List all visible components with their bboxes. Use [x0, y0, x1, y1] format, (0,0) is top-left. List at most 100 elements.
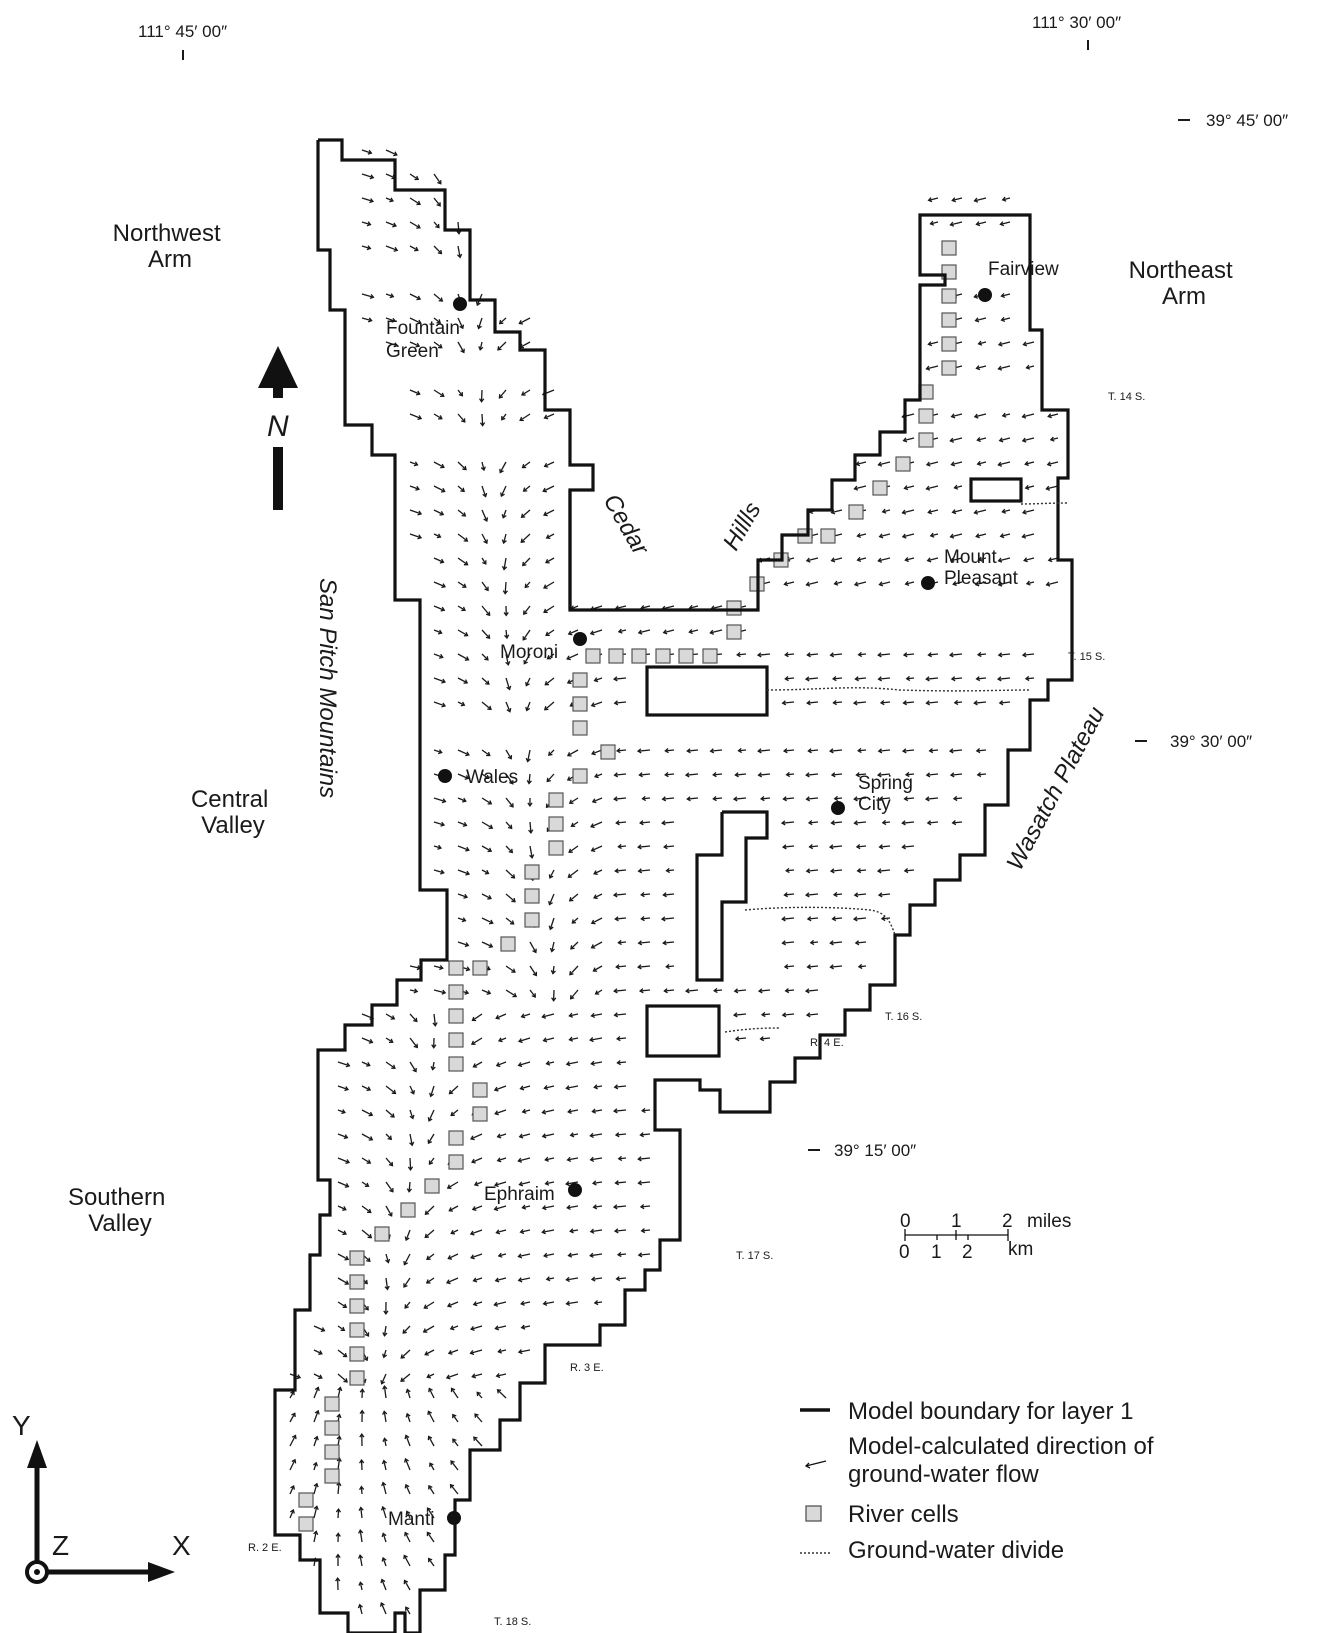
flow-arrow [854, 940, 867, 946]
flow-arrow [877, 676, 891, 682]
flow-arrow [613, 1084, 627, 1090]
flow-arrow [289, 1484, 295, 1495]
legend: Model boundary for layer 1 Model-calcula… [800, 1398, 1160, 1564]
region-label-southern-valley: Southern Valley [68, 1184, 172, 1237]
river-cell [448, 1130, 464, 1146]
river-cell [918, 408, 934, 424]
flow-arrow [592, 1204, 603, 1210]
flow-arrow [975, 533, 987, 539]
flow-arrow [902, 437, 915, 443]
flow-arrow [548, 869, 555, 879]
river-cell [572, 672, 588, 688]
flow-arrow [381, 1556, 387, 1567]
flow-arrow [857, 963, 867, 970]
flow-arrow [565, 1085, 579, 1091]
region-label-northeast-arm: Northeast Arm [1129, 257, 1240, 310]
legend-river-label: River cells [848, 1501, 959, 1528]
flow-arrow [759, 1036, 771, 1042]
flow-arrow [385, 1085, 397, 1095]
flow-arrow [409, 1013, 418, 1023]
flow-arrow [313, 1386, 320, 1399]
flow-arrow [517, 1349, 531, 1355]
flow-arrow [433, 869, 445, 875]
flow-arrow [469, 1229, 483, 1236]
flow-arrow [662, 892, 675, 898]
legend-flow-label: Model-calculated direction of ground-wat… [848, 1433, 1160, 1488]
flow-arrow [977, 556, 987, 562]
flow-arrow [924, 796, 939, 802]
flow-arrow [405, 1388, 411, 1399]
flow-arrow [481, 869, 490, 875]
river-cell [324, 1468, 340, 1484]
flow-arrow [471, 1157, 483, 1164]
flow-arrow [470, 1133, 483, 1141]
flow-arrow [734, 1036, 747, 1042]
river-cell [655, 648, 671, 664]
flow-arrow [385, 1205, 393, 1217]
town-dot-ephraim [568, 1183, 582, 1197]
flow-arrow [550, 965, 556, 975]
flow-arrow [409, 1133, 415, 1147]
flow-arrow [853, 820, 867, 826]
y-axis-arrow-icon [27, 1440, 47, 1468]
flow-arrow [501, 413, 507, 421]
survey-label-t15: T. 15 S. [1068, 651, 1105, 663]
flow-arrow [505, 869, 516, 879]
flow-arrow [542, 1037, 555, 1043]
flow-arrow [852, 916, 867, 922]
flow-arrow [805, 868, 819, 874]
flow-arrow [614, 1132, 627, 1138]
flow-arrow [481, 749, 491, 757]
flow-arrow [337, 1061, 351, 1068]
flow-arrow [856, 556, 867, 563]
flow-arrow [833, 580, 843, 586]
flow-arrow [313, 1349, 323, 1355]
flow-arrow [589, 1156, 603, 1162]
flow-arrow [517, 1157, 531, 1163]
flow-arrow [450, 1460, 459, 1471]
town-dot-mount-pleasant [921, 576, 935, 590]
flow-arrow [998, 700, 1011, 706]
flow-arrow [593, 1084, 603, 1090]
river-cell [941, 288, 957, 304]
flow-arrow [997, 557, 1011, 563]
river-cell [631, 648, 647, 664]
river-cell [572, 768, 588, 784]
flow-arrow [613, 1228, 627, 1234]
flow-arrow [925, 676, 939, 682]
flow-arrow [427, 1410, 435, 1423]
flow-arrow [470, 1253, 483, 1260]
flow-arrow [481, 989, 492, 995]
flow-arrow [975, 365, 987, 371]
flow-arrow [781, 940, 795, 946]
flow-arrow [829, 940, 843, 946]
longitude-label-left: 111° 45′ 00″ [138, 22, 227, 41]
flow-arrow [927, 341, 939, 347]
flow-arrow [591, 1108, 603, 1114]
flow-arrow [546, 653, 555, 660]
flow-arrow [782, 844, 795, 850]
flow-arrow [665, 963, 675, 970]
flow-arrow [380, 1505, 387, 1519]
flow-arrow [337, 1181, 350, 1188]
flow-arrow [452, 1438, 459, 1447]
flow-arrow [1045, 581, 1059, 587]
flow-arrow [569, 989, 579, 1000]
flow-arrow [289, 1434, 297, 1447]
flow-arrow [949, 557, 963, 563]
flow-arrow [337, 1133, 349, 1140]
flow-arrow [566, 653, 579, 661]
flow-arrow [853, 892, 867, 898]
flow-arrow [640, 915, 651, 922]
flow-arrow [904, 771, 915, 778]
flow-arrow [433, 317, 442, 324]
flow-arrow [481, 773, 490, 780]
flow-arrow [433, 844, 443, 850]
flow-arrow [805, 581, 819, 587]
flow-arrow [428, 1387, 435, 1399]
flow-arrow [494, 1181, 507, 1188]
river-cell [548, 840, 564, 856]
flow-arrow [433, 413, 443, 420]
flow-arrow [973, 700, 987, 706]
flow-arrow [541, 1109, 555, 1115]
